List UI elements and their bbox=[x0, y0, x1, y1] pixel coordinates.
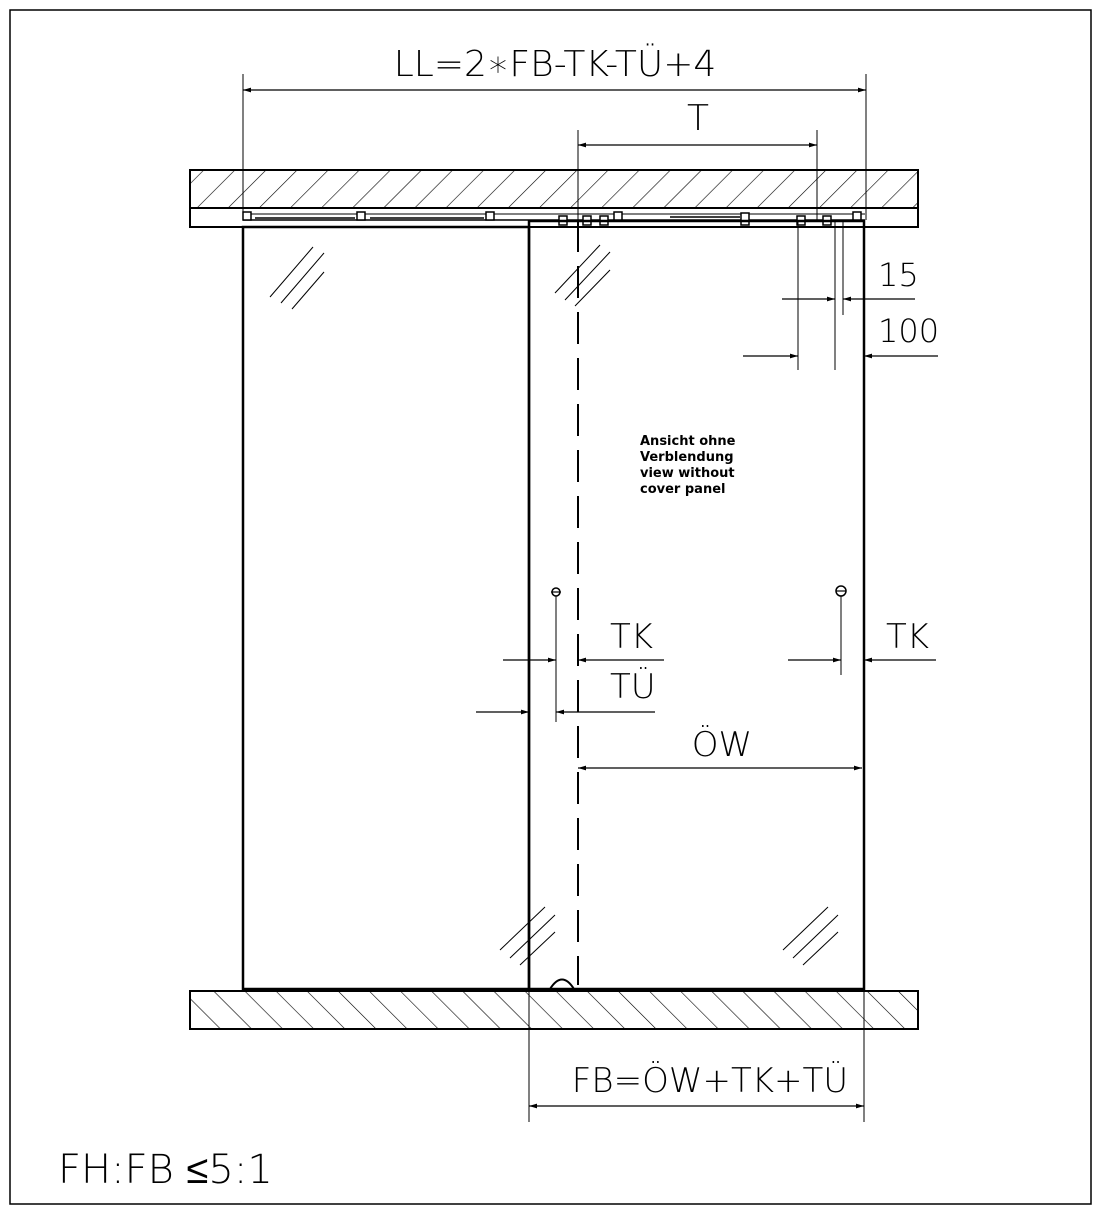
dimension-fb: FB=ÖW+TK+TÜ bbox=[528, 991, 865, 1122]
floor-guide bbox=[549, 978, 575, 990]
handle-right bbox=[835, 585, 847, 675]
sliding-glass-panel bbox=[499, 219, 866, 991]
dimension-tu-label: TÜ bbox=[610, 667, 656, 707]
dimension-tk-right-label: TK bbox=[886, 617, 929, 657]
dimension-15-label: 15 bbox=[878, 256, 919, 294]
dimension-ll: LL=2∗FB-TK-TÜ+4 bbox=[242, 43, 867, 220]
drawing-frame bbox=[9, 9, 1092, 1205]
note-line-3: view without bbox=[640, 466, 735, 481]
dimension-t-label: T bbox=[687, 98, 709, 139]
dimension-15: 15 bbox=[782, 222, 919, 370]
fixed-glass-panel bbox=[241, 225, 531, 991]
dimension-tk-right: TK bbox=[788, 617, 936, 663]
dimension-100: 100 bbox=[743, 222, 939, 370]
dimension-t: T bbox=[577, 98, 818, 222]
note-line-1: Ansicht ohne bbox=[640, 434, 736, 449]
ceiling-track bbox=[189, 169, 919, 228]
ratio-note: FH:FB ≤5:1 bbox=[58, 1147, 273, 1193]
handle-left bbox=[551, 587, 561, 722]
view-note: Ansicht ohne Verblendung view without co… bbox=[640, 434, 736, 497]
dimension-tk-left-label: TK bbox=[610, 617, 653, 657]
floor bbox=[189, 990, 919, 1030]
dimension-ow-label: ÖW bbox=[692, 725, 752, 765]
dimension-tk-left: TK bbox=[503, 617, 664, 663]
dimension-fb-label: FB=ÖW+TK+TÜ bbox=[572, 1061, 848, 1101]
note-line-4: cover panel bbox=[640, 482, 725, 497]
dimension-ll-label: LL=2∗FB-TK-TÜ+4 bbox=[394, 43, 717, 85]
dimension-100-label: 100 bbox=[878, 312, 939, 350]
dimension-ow: ÖW bbox=[578, 725, 862, 771]
dimension-tu: TÜ bbox=[476, 667, 656, 715]
note-line-2: Verblendung bbox=[640, 450, 734, 465]
